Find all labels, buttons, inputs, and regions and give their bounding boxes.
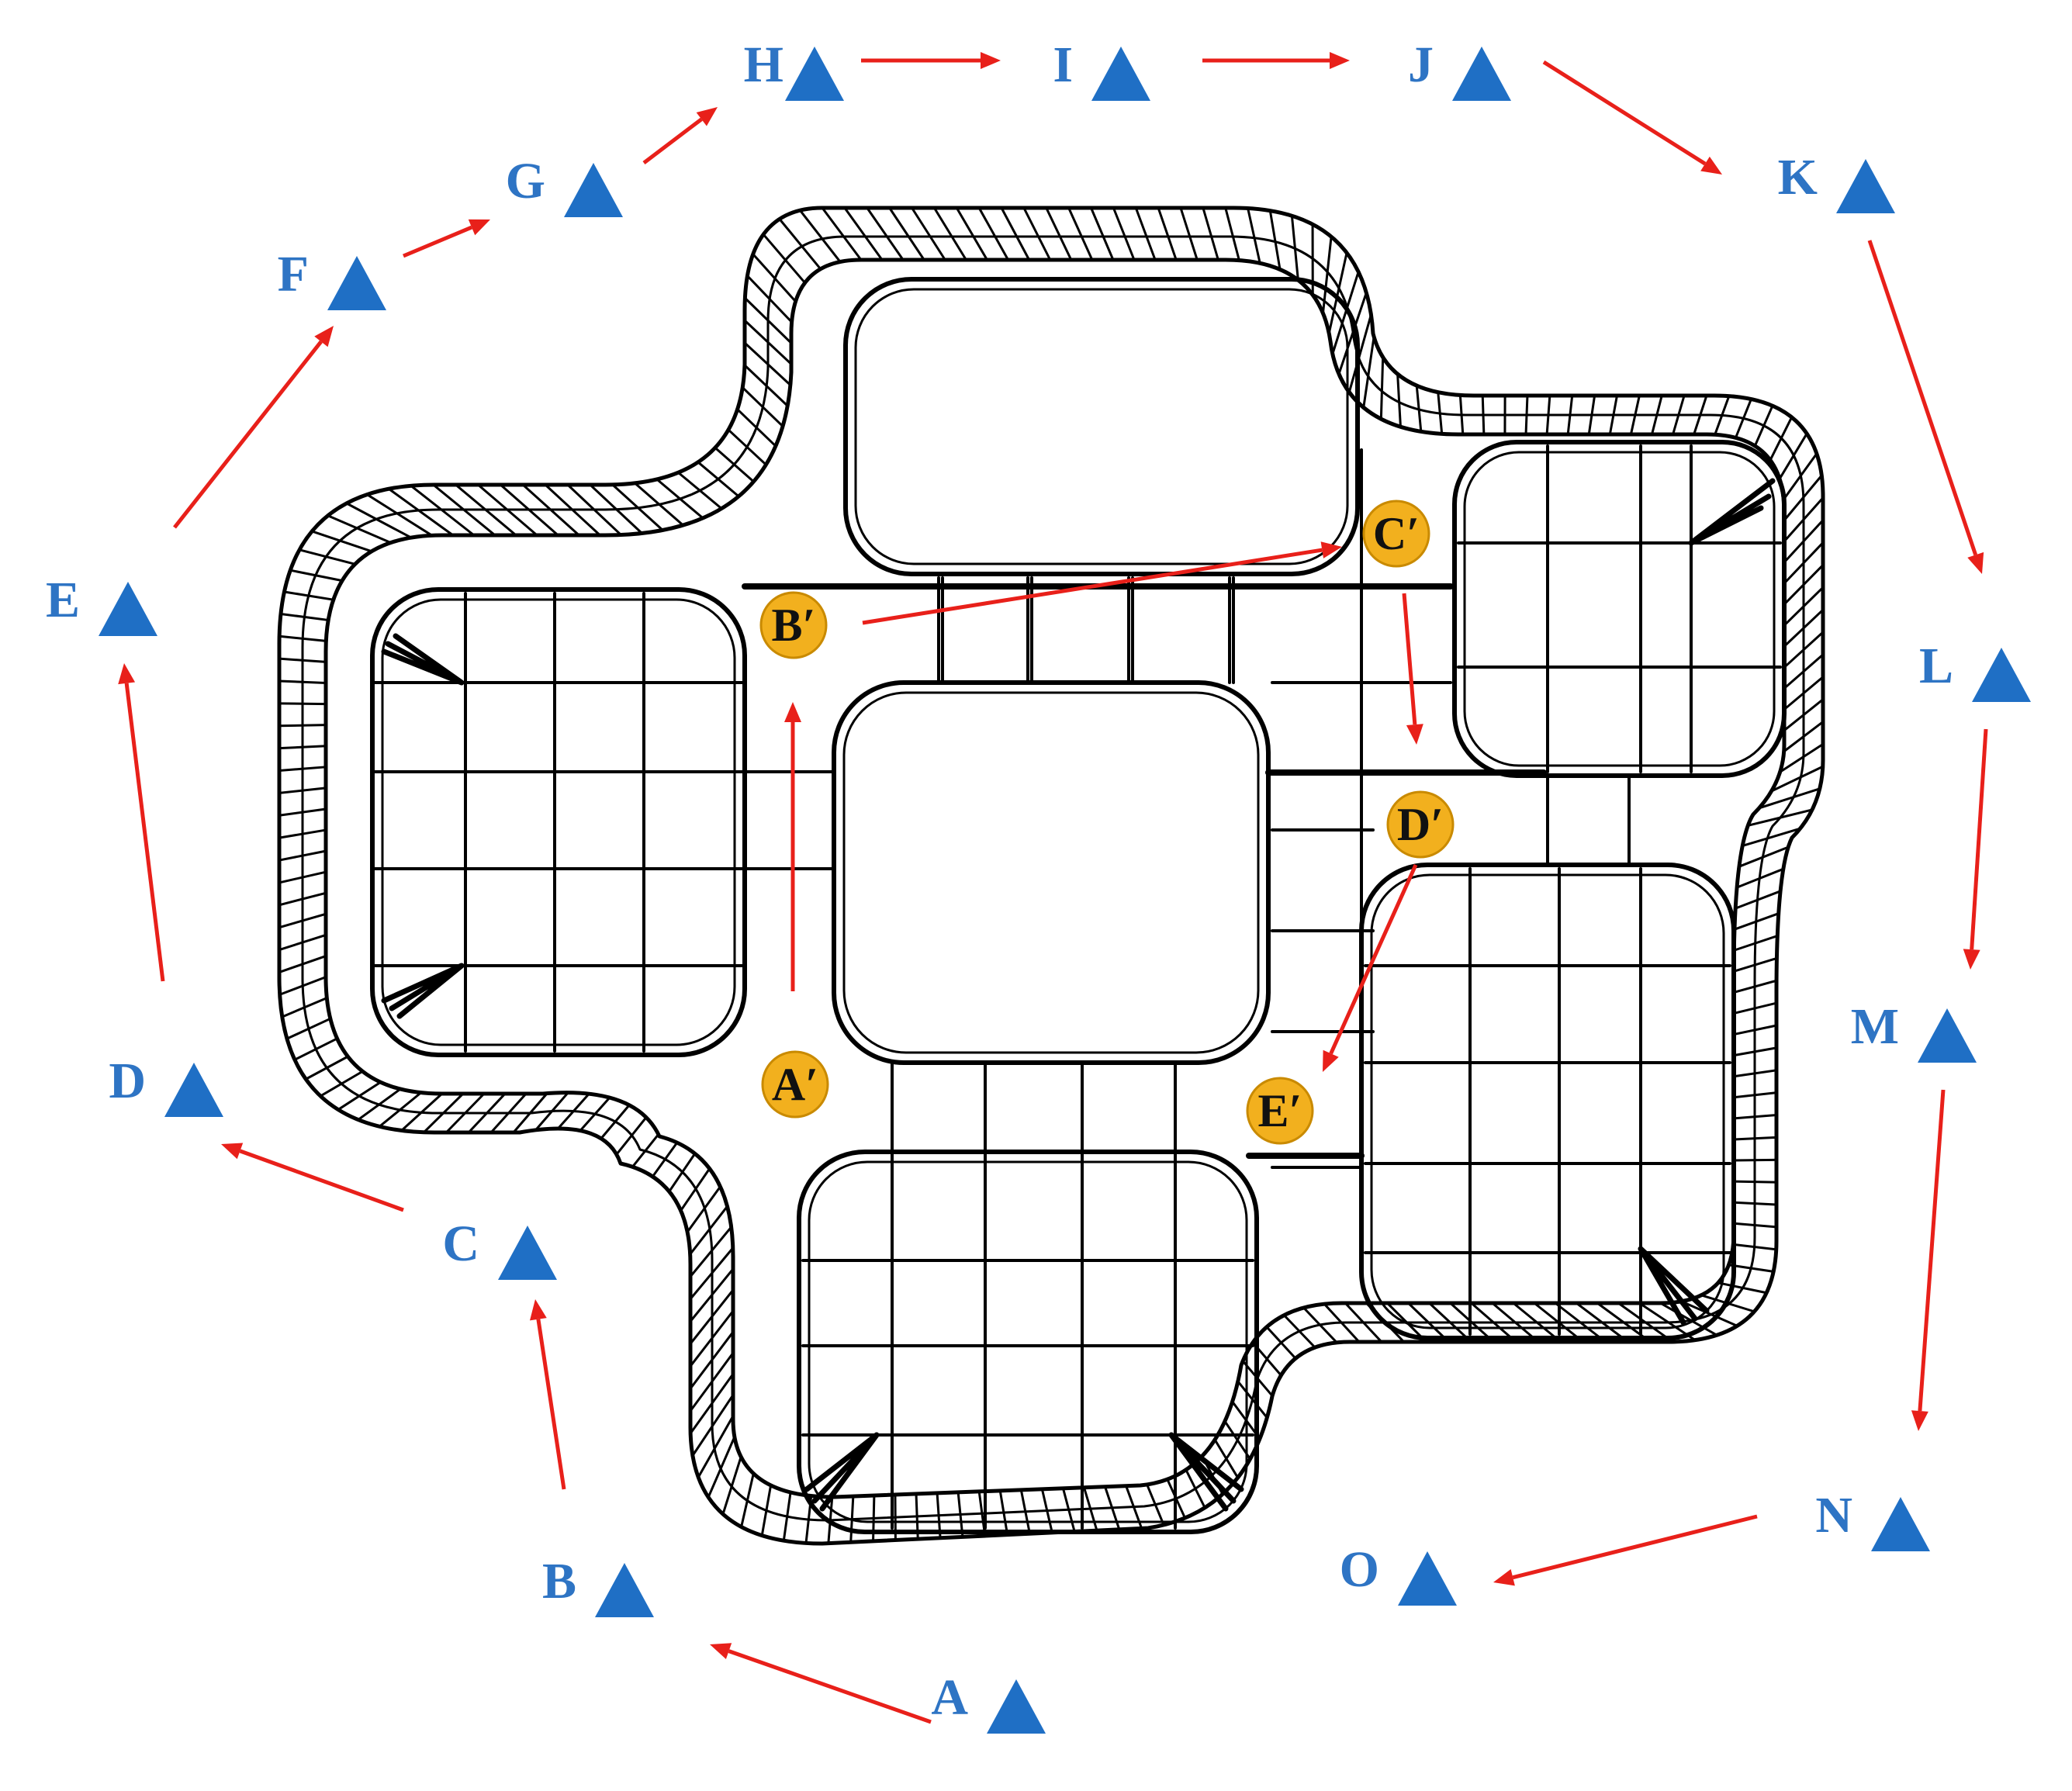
triangle-icon <box>1871 1497 1930 1551</box>
triangle-icon <box>987 1679 1046 1734</box>
route-arrow <box>1542 60 1722 175</box>
station-markers: A B C D E F G H <box>46 36 2031 1734</box>
cell-block-south <box>797 1150 1259 1534</box>
route-arrow <box>403 219 490 258</box>
route-arrow <box>1867 240 1984 574</box>
inner-point-markers: A′ B′ C′ D′ E′ <box>759 500 1455 1145</box>
station-label: D <box>109 1053 146 1109</box>
point-label: D′ <box>1397 799 1444 850</box>
point-C-prime: C′ <box>1362 500 1430 568</box>
station-label: G <box>506 153 545 209</box>
triangle-icon <box>1398 1551 1457 1606</box>
station-B: B <box>542 1553 654 1617</box>
route-arrow <box>1963 728 1988 970</box>
point-D-prime: D′ <box>1386 790 1455 859</box>
triangle-icon <box>99 582 157 636</box>
triangle-icon <box>1972 648 2031 702</box>
point-marker <box>1246 1077 1314 1145</box>
point-label: A′ <box>772 1059 818 1110</box>
triangle-icon <box>498 1226 557 1280</box>
station-I: I <box>1053 36 1150 101</box>
cell-block-north <box>843 277 1360 576</box>
triangle-icon <box>1091 47 1150 101</box>
cell-block-northeast <box>1452 440 1787 778</box>
station-L: L <box>1919 638 2031 702</box>
station-G: G <box>506 153 623 217</box>
point-marker <box>761 1050 829 1119</box>
station-label: H <box>744 36 783 93</box>
station-K: K <box>1778 149 1895 213</box>
route-arrow <box>118 663 165 982</box>
structure-plan <box>277 206 1825 1546</box>
station-label: E <box>46 572 80 628</box>
triangle-icon <box>1836 159 1895 213</box>
station-label: F <box>278 246 309 303</box>
cell-blocks-inner <box>381 288 1776 1523</box>
structure-grid <box>373 444 1782 1530</box>
point-label: E′ <box>1258 1085 1302 1136</box>
station-O: O <box>1340 1541 1457 1606</box>
station-F: F <box>278 246 386 310</box>
cell-block-east <box>1359 863 1736 1340</box>
point-A-prime: A′ <box>761 1050 829 1119</box>
station-A: A <box>931 1669 1046 1734</box>
route-arrow <box>221 1143 404 1212</box>
station-label: K <box>1778 149 1818 206</box>
triangle-icon <box>327 256 386 310</box>
outer-band-ticks <box>278 206 1825 1545</box>
point-label: C′ <box>1373 508 1420 559</box>
inner-route-arrows <box>784 541 1423 1072</box>
station-label: L <box>1919 638 1953 694</box>
triangle-icon <box>595 1563 654 1617</box>
route-arrow <box>1493 1514 1758 1586</box>
station-label: N <box>1815 1487 1852 1544</box>
route-arrow <box>710 1643 932 1724</box>
route-arrow <box>784 702 801 991</box>
point-E-prime: E′ <box>1246 1077 1314 1145</box>
cell-block-center <box>832 680 1271 1065</box>
cell-blocks <box>370 277 1787 1534</box>
triangle-icon <box>564 163 623 217</box>
route-arrow <box>530 1299 566 1490</box>
station-N: N <box>1815 1487 1930 1551</box>
route-arrow <box>861 52 1001 69</box>
route-arrow <box>1323 863 1418 1072</box>
route-arrow <box>1911 1089 1946 1431</box>
route-arrow <box>1402 593 1423 745</box>
route-arrow <box>862 541 1342 625</box>
station-label: J <box>1408 36 1434 93</box>
point-marker <box>1362 500 1430 568</box>
route-arrow <box>642 107 718 164</box>
point-label: B′ <box>772 600 816 651</box>
triangle-icon <box>1918 1008 1977 1063</box>
route-arrow <box>173 326 334 529</box>
corner-struts <box>381 478 1776 1512</box>
station-H: H <box>744 36 844 101</box>
point-marker <box>1386 790 1455 859</box>
station-route-arrows <box>118 52 1988 1724</box>
station-M: M <box>1851 998 1977 1063</box>
station-label: C <box>442 1215 479 1272</box>
triangle-icon <box>164 1063 223 1117</box>
station-C: C <box>442 1215 557 1280</box>
point-B-prime: B′ <box>759 591 828 659</box>
station-label: B <box>542 1553 576 1609</box>
station-label: M <box>1851 998 1899 1055</box>
station-D: D <box>109 1053 223 1117</box>
triangle-icon <box>1452 47 1511 101</box>
station-J: J <box>1408 36 1511 101</box>
station-label: A <box>931 1669 968 1726</box>
point-marker <box>759 591 828 659</box>
station-label: I <box>1053 36 1073 93</box>
connector-beams <box>742 583 1547 1159</box>
station-E: E <box>46 572 157 636</box>
cell-block-west <box>370 587 747 1057</box>
outer-band-inner <box>301 235 1805 1522</box>
station-label: O <box>1340 1541 1379 1598</box>
triangle-icon <box>785 47 844 101</box>
route-arrow <box>1202 52 1350 69</box>
